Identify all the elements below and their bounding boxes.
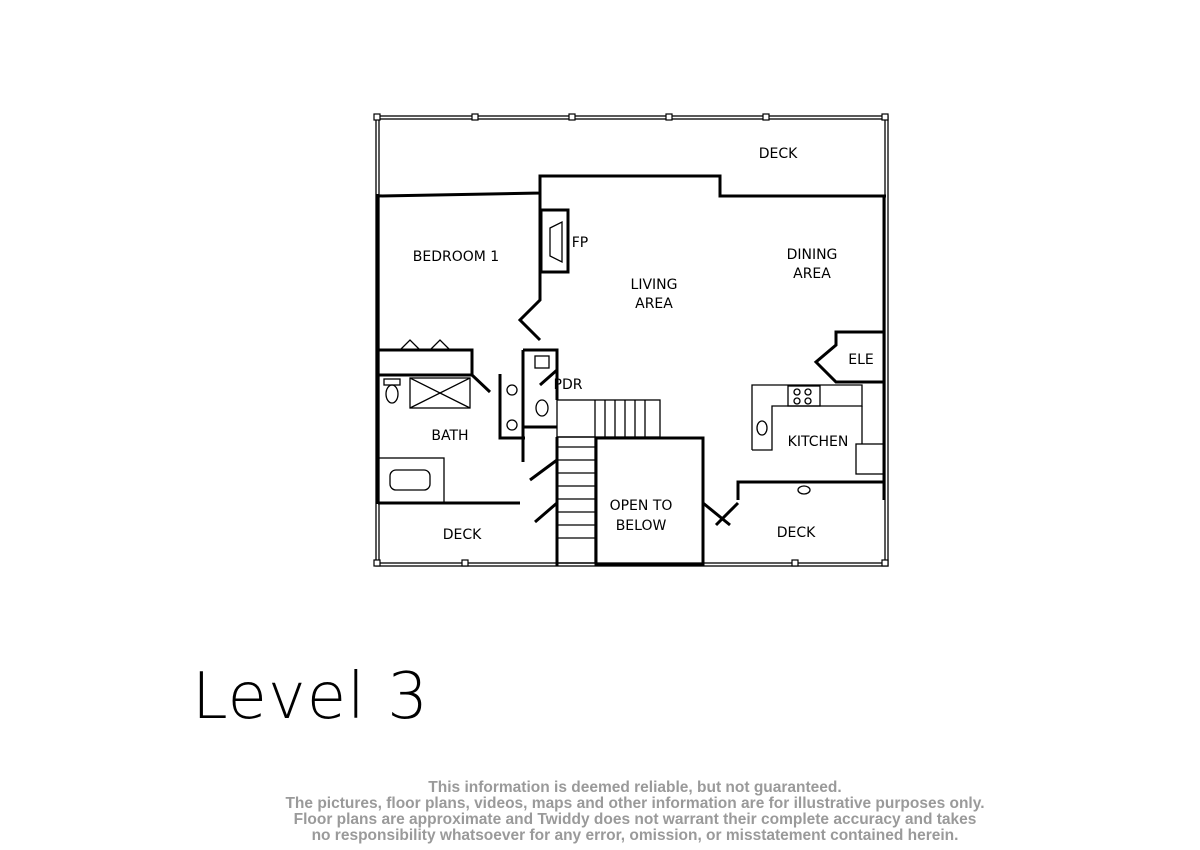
label-open-1: OPEN TO <box>610 498 673 514</box>
elevator <box>813 330 884 384</box>
label-kitchen: KITCHEN <box>788 434 849 450</box>
label-pdr: PDR <box>554 377 583 393</box>
label-living-1: LIVING <box>631 277 678 293</box>
label-fireplace: FP <box>572 235 589 251</box>
fireplace <box>539 208 570 274</box>
label-open-2: BELOW <box>616 518 667 534</box>
label-bedroom: BEDROOM 1 <box>413 249 499 265</box>
open-to-below-well <box>594 436 705 566</box>
kitchen-counters <box>751 384 885 495</box>
label-living-2: AREA <box>635 296 673 312</box>
label-deck-bottom-left: DECK <box>443 527 482 543</box>
exterior-walls <box>376 174 886 527</box>
stairs <box>556 399 661 564</box>
disclaimer-line: Floor plans are approximate and Twiddy d… <box>293 811 977 828</box>
disclaimer-line: no responsibility whatsoever for any err… <box>311 827 959 844</box>
disclaimer: This information is deemed reliable, but… <box>200 780 1070 844</box>
label-deck-bottom-right: DECK <box>777 525 816 541</box>
disclaimer-line: This information is deemed reliable, but… <box>428 779 842 796</box>
disclaimer-line: The pictures, floor plans, videos, maps … <box>285 795 985 812</box>
label-elevator: ELE <box>848 352 874 368</box>
label-dining-1: DINING <box>787 247 838 263</box>
label-bath: BATH <box>431 428 468 444</box>
level-title: Level 3 <box>192 660 429 734</box>
label-dining-2: AREA <box>793 266 831 282</box>
deck-posts <box>373 113 889 567</box>
label-deck-top: DECK <box>759 146 798 162</box>
